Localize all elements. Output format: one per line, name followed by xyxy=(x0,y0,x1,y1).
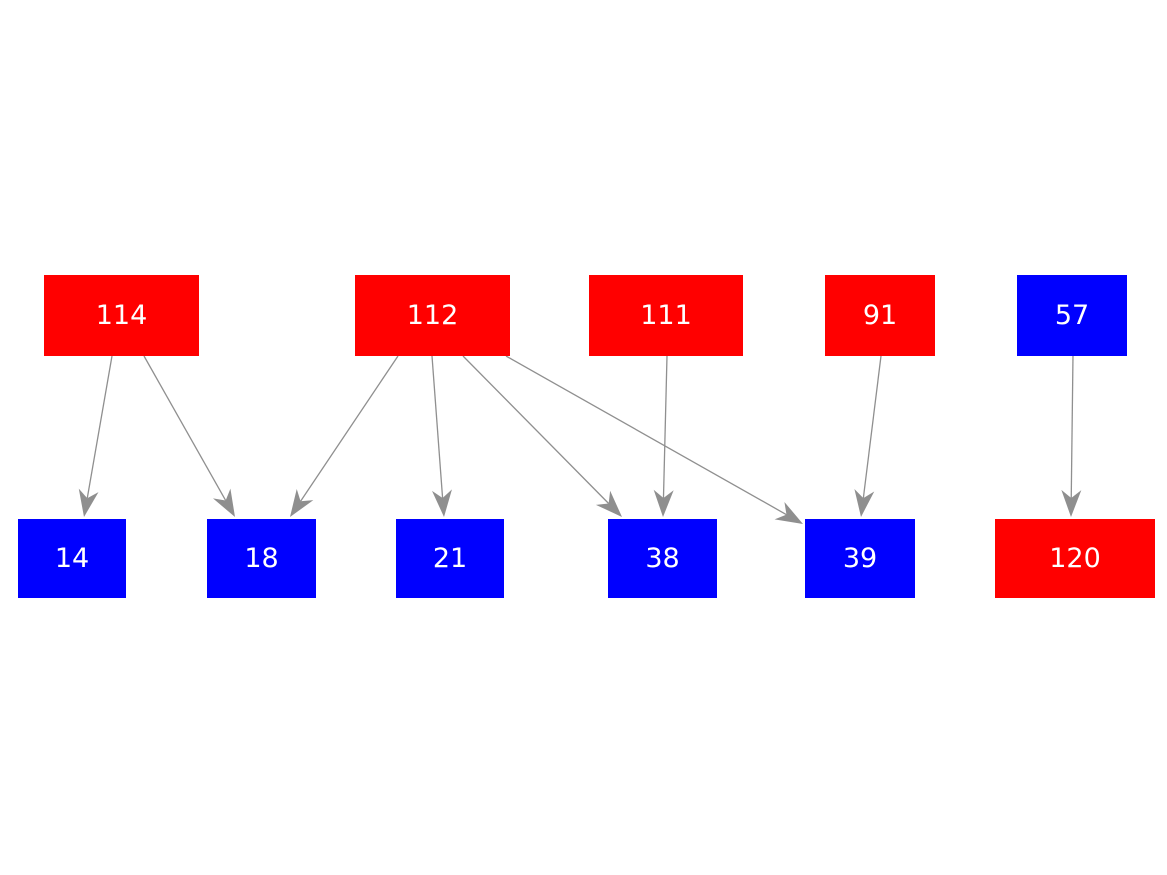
node-18: 18 xyxy=(207,519,316,598)
arrowhead-icon xyxy=(653,489,674,517)
edge-line-114-18 xyxy=(143,355,227,501)
node-14: 14 xyxy=(18,519,126,598)
arrowhead-icon xyxy=(213,488,235,517)
node-120: 120 xyxy=(995,519,1155,598)
edge-111-38 xyxy=(653,355,674,517)
edge-line-111-38 xyxy=(662,355,668,499)
arrowhead-icon xyxy=(432,489,452,517)
edge-114-14 xyxy=(78,355,113,517)
edge-114-18 xyxy=(143,355,235,517)
node-39: 39 xyxy=(805,519,915,598)
node-21: 21 xyxy=(396,519,504,598)
edge-line-112-18 xyxy=(300,355,399,502)
edge-57-120 xyxy=(1061,354,1082,517)
node-114: 114 xyxy=(44,275,199,356)
arrowhead-icon xyxy=(78,488,99,517)
edge-112-39 xyxy=(505,355,803,524)
arrowhead-icon xyxy=(290,489,314,517)
edge-line-91-39 xyxy=(862,355,882,499)
arrowhead-icon xyxy=(1061,489,1082,517)
edge-line-114-14 xyxy=(86,355,113,499)
edge-112-21 xyxy=(431,355,452,517)
arrowhead-icon xyxy=(774,502,803,524)
arrowhead-icon xyxy=(595,490,622,517)
node-38: 38 xyxy=(608,519,717,598)
node-91: 91 xyxy=(825,275,935,356)
edge-line-112-38 xyxy=(462,355,610,504)
node-112: 112 xyxy=(355,275,510,356)
node-57: 57 xyxy=(1017,275,1127,356)
edge-91-39 xyxy=(854,355,882,517)
arrowhead-icon xyxy=(854,488,875,517)
edge-112-38 xyxy=(462,355,622,517)
edge-112-18 xyxy=(290,355,399,517)
edge-line-57-120 xyxy=(1070,354,1074,499)
edge-line-112-21 xyxy=(431,355,444,499)
node-111: 111 xyxy=(589,275,743,356)
edge-line-112-39 xyxy=(505,355,787,516)
